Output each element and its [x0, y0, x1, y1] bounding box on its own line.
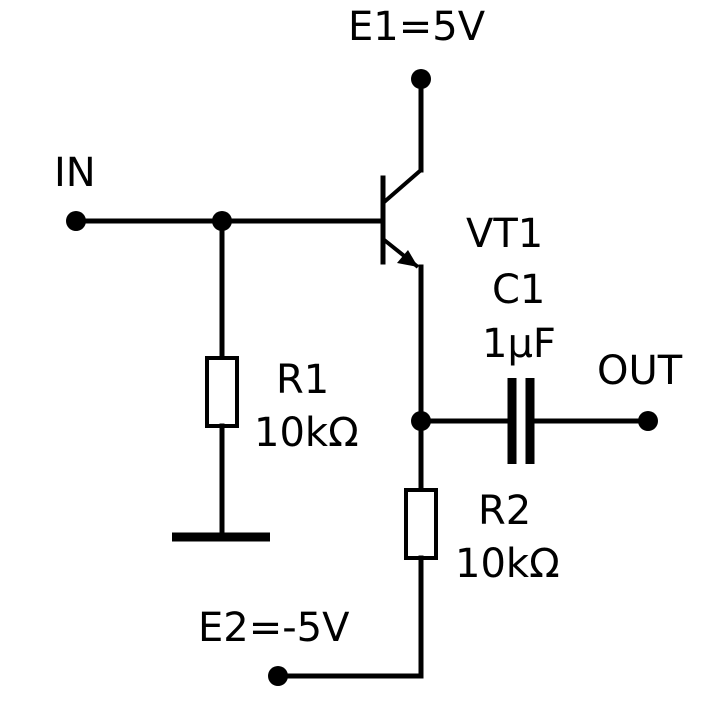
vt1-label: VT1 [466, 211, 543, 257]
transistor-collector-lead [381, 168, 423, 205]
output-terminal-dot [638, 411, 658, 431]
r2-resistor [404, 488, 438, 560]
c1-value-label: 1μF [482, 321, 556, 367]
e2-terminal-dot [268, 666, 288, 686]
r2-name-label: R2 [478, 488, 531, 534]
r1-value-label: 10kΩ [254, 410, 359, 456]
e1-label: E1=5V [348, 4, 486, 50]
e1-terminal-dot [411, 69, 431, 89]
r2-value-label: 10kΩ [455, 541, 560, 587]
e2-label: E2=-5V [198, 605, 350, 651]
r1-name-label: R1 [276, 357, 329, 403]
transistor-vt1 [380, 168, 423, 269]
base-junction-dot [212, 211, 232, 231]
in-label: IN [54, 150, 96, 196]
input-terminal-dot [66, 211, 86, 231]
r1-resistor [205, 356, 239, 428]
out-label: OUT [597, 348, 683, 394]
transistor-emitter-arrow [397, 250, 418, 267]
emitter-junction-dot [411, 411, 431, 431]
c1-name-label: C1 [492, 267, 545, 313]
